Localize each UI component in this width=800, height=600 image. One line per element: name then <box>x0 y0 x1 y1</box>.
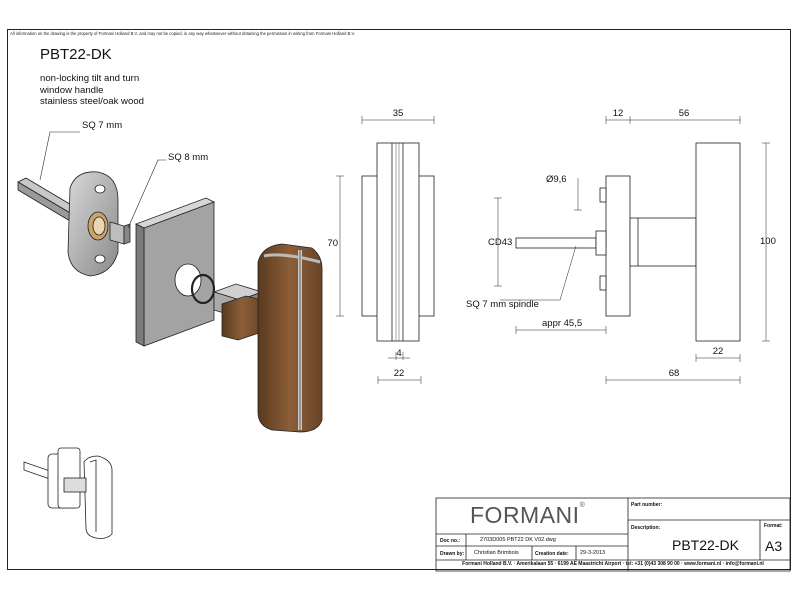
format-value: A3 <box>765 538 783 554</box>
description-label: Description: <box>631 525 661 531</box>
doc-no-label: Doc no.: <box>440 538 460 544</box>
dim-side-dia: Ø9,6 <box>546 174 567 185</box>
creation-date-value: 29-3-2013 <box>580 550 606 556</box>
product-title: PBT22-DK <box>40 46 112 63</box>
side-view <box>515 142 741 342</box>
square-boss <box>109 221 131 245</box>
rosette-plate <box>67 171 119 277</box>
leader-sq7 <box>39 131 80 181</box>
label-sq7: SQ 7 mm <box>82 120 122 131</box>
o-ring <box>190 273 216 305</box>
dim-front-gap: 4 <box>396 348 401 359</box>
front-view <box>361 142 435 342</box>
dim-side-12: 12 <box>613 108 624 119</box>
brand-logo: FORMANI® <box>470 502 586 528</box>
dim-side-68: 68 <box>669 368 680 379</box>
drawn-by-value: Christian Brimbois <box>474 550 519 556</box>
dim-front-height: 70 <box>327 238 338 249</box>
drawing-frame <box>7 29 791 570</box>
description-line: stainless steel/oak wood <box>40 96 144 107</box>
creation-date-label: Creation date: <box>535 551 569 557</box>
dim-side-cd: CD43 <box>488 237 512 248</box>
format-label: Format: <box>764 523 783 529</box>
drawn-by-label: Drawn by: <box>440 551 465 557</box>
dim-side-22: 22 <box>713 346 724 357</box>
product-description: non-locking tilt and turn window handle … <box>40 73 144 108</box>
dim-front-width: 35 <box>393 108 404 119</box>
label-sq8: SQ 8 mm <box>168 152 208 163</box>
handle-grip <box>257 243 323 433</box>
side-dimensions <box>494 116 770 384</box>
part-number-label: Part number: <box>631 502 663 508</box>
description-line: non-locking tilt and turn <box>40 73 140 84</box>
dim-front-bottom: 22 <box>394 368 405 379</box>
description-line: window handle <box>40 84 104 96</box>
copyright-notice: All information on the drawing is the pr… <box>10 31 356 36</box>
exploded-view <box>17 131 323 433</box>
dim-side-height: 100 <box>760 236 776 247</box>
doc-no-value: 2703D005 PBT22 DK V02.dwg <box>480 537 556 543</box>
dim-side-56: 56 <box>679 108 690 119</box>
spacer-block <box>134 197 216 347</box>
front-dimensions <box>336 116 435 384</box>
label-spindle: SQ 7 mm spindle <box>466 299 539 310</box>
wood-stub <box>221 295 263 341</box>
description-value: PBT22-DK <box>672 537 739 553</box>
assembled-thumbnail <box>23 447 113 539</box>
company-footer: Formani Holland B.V. · Amerikalaan 55 · … <box>462 561 764 567</box>
dim-side-appr: appr 45,5 <box>542 318 582 329</box>
title-block-grid <box>435 497 791 572</box>
leader-sq8 <box>127 159 166 229</box>
